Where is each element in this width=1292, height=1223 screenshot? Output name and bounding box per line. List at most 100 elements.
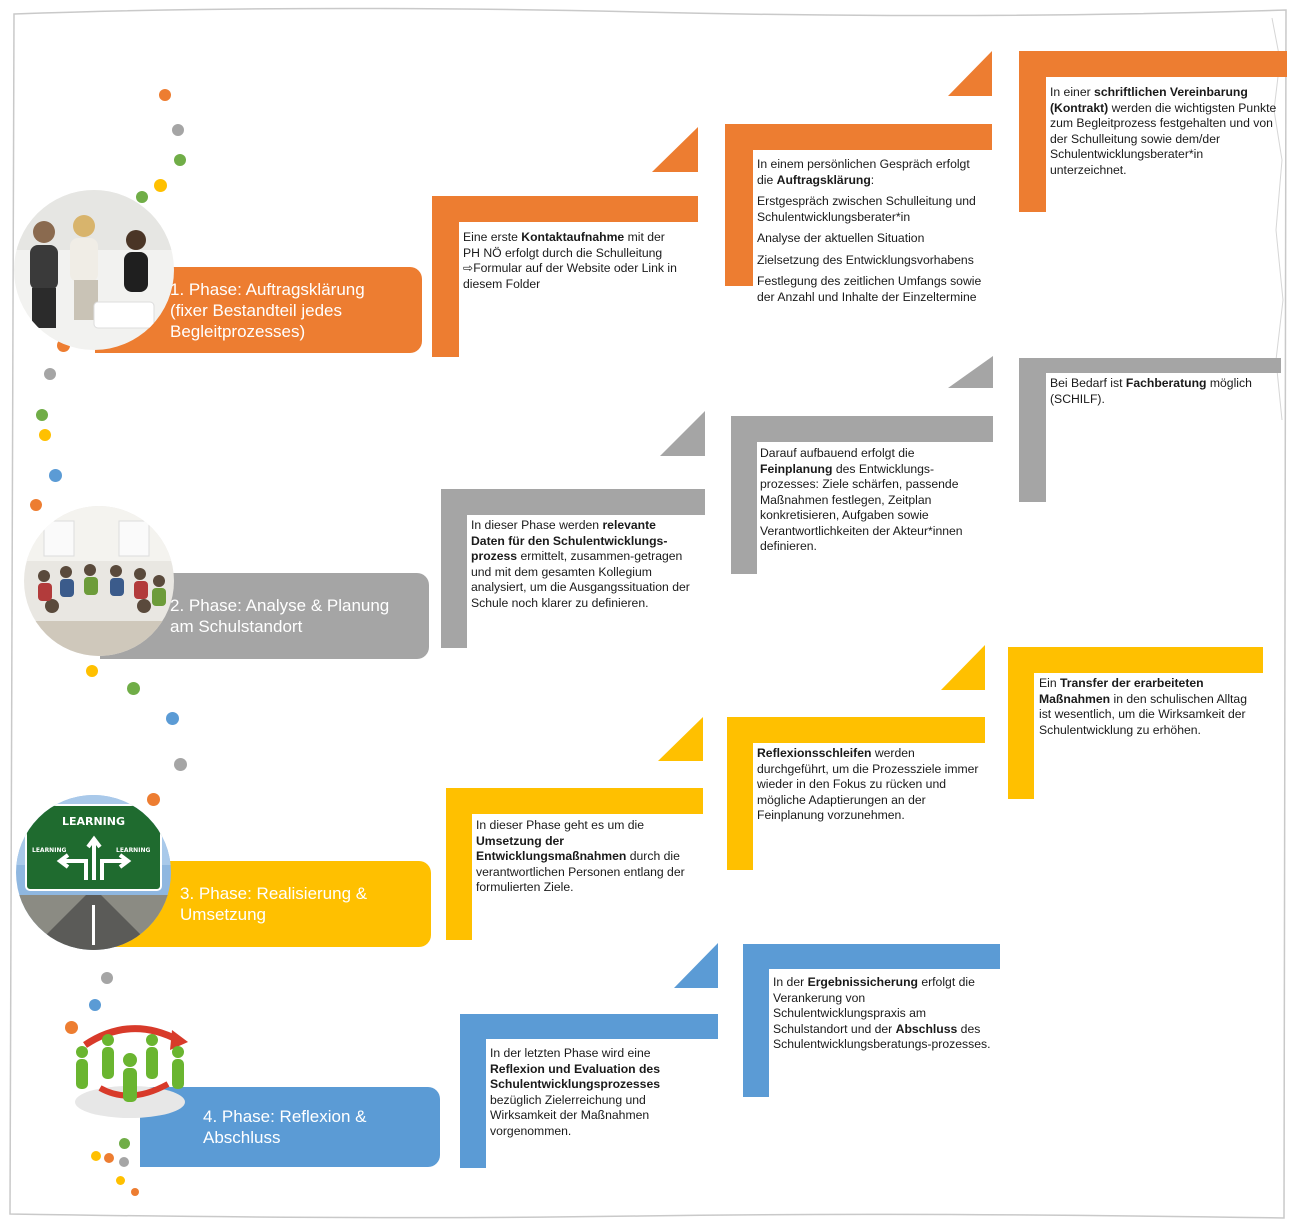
text-run: des Entwicklungs-prozesses: Ziele schärf… [760,461,963,554]
text-run: In dieser Phase geht es um die [476,818,645,832]
decorative-dot [86,665,98,677]
text-paragraph: In einer schriftlichen Vereinbarung (Kon… [1050,85,1278,178]
decorative-dot [48,468,62,482]
decorative-dot [30,499,42,511]
text-run: werden die wichtigsten Punkte zum Beglei… [1050,100,1277,177]
text-emphasis: Transfer der erarbeiteten Maßnahmen [1039,676,1204,706]
text-run: : [870,172,875,187]
text-paragraph: In der Ergebnissicherung erfolgt die Ver… [773,975,995,1053]
text-emphasis: Reflexionsschleifen [757,746,872,760]
decorative-dot [153,178,167,192]
text-paragraph: Ein Transfer der erarbeiteten Maßnahmen … [1039,676,1257,738]
text-run: ermittelt, zusammen-getragen und mit dem… [471,549,690,610]
phase-2-title: 2. Phase: Analyse & Planung am Schulstan… [170,596,390,636]
text-run: Zielsetzung des Entwicklungsvorhabens [757,252,974,267]
decorative-dot [165,711,179,725]
text-paragraph: In der letzten Phase wird eine Reflexion… [490,1046,702,1139]
text-paragraph: Erstgespräch zwischen Schulleitung und S… [757,194,987,225]
decorative-dot [91,1151,101,1161]
text-run: bezüglich Zielerreichung und Wirksamkeit… [490,1092,650,1138]
phase-4-text-1: In der letzten Phase wird eine Reflexion… [490,1046,702,1145]
phase-1-label: 1. Phase: Auftragsklärung (fixer Bestand… [95,267,422,353]
decorative-dot [131,1188,139,1196]
decorative-dot [119,1157,129,1167]
text-run: Ein [1039,676,1061,690]
text-paragraph: Reflexionsschleifen werden durchgeführt,… [757,746,982,824]
decorative-dot [174,154,186,166]
decorative-dot [101,972,113,984]
phase-4-title: 4. Phase: Reflexion & Abschluss [203,1107,367,1147]
phase-2-text-3: Bei Bedarf ist Fachberatung möglich (SCH… [1050,376,1282,413]
text-emphasis: schriftlichen Vereinbarung (Kontrakt) [1050,85,1248,115]
decorative-dot [136,191,148,203]
text-emphasis: Reflexion und Evaluation des Schulentwic… [490,1061,661,1092]
text-run: durch die verantwortlichen Personen entl… [476,849,685,894]
text-run: Darauf aufbauend erfolgt die [760,446,915,460]
decorative-dot [36,409,48,421]
phase-4-text-2: In der Ergebnissicherung erfolgt die Ver… [773,975,995,1059]
decorative-dot [146,792,160,806]
text-paragraph: Darauf aufbauend erfolgt die Feinplanung… [760,446,988,555]
text-paragraph: In dieser Phase werden relevante Daten f… [471,518,693,611]
sign-left-label: LEARNING [32,847,67,854]
phase-1-title: 1. Phase: Auftragsklärung (fixer Bestand… [170,279,365,341]
text-run: In dieser Phase werden [471,518,603,532]
text-run: Festlegung des zeitlichen Umfangs sowie … [757,274,982,304]
phase-1-text-1: Eine erste Kontaktaufnahme mit der PH NÖ… [463,230,683,298]
text-run: Erstgespräch zwischen Schulleitung und S… [757,194,976,224]
phase-3-title: 3. Phase: Realisierung & Umsetzung [180,884,368,924]
text-paragraph: Analyse der aktuellen Situation [757,231,987,247]
decorative-dot [115,1175,125,1185]
decorative-dot [64,1020,78,1034]
text-emphasis: Auftragsklärung [776,172,871,187]
text-run: Analyse der aktuellen Situation [757,231,925,245]
decorative-dot [173,757,187,771]
text-paragraph: In einem persönlichen Gespräch erfolgt d… [757,157,987,188]
decorative-dot [44,368,56,380]
text-run: möglich (SCHILF). [1050,376,1252,406]
text-run: In der [773,975,808,989]
decorative-dot [39,429,51,441]
phase-2-text-1: In dieser Phase werden relevante Daten f… [471,518,693,617]
text-paragraph: In dieser Phase geht es um die Umsetzung… [476,818,688,896]
decorative-dot [118,1137,130,1149]
text-paragraph: Festlegung des zeitlichen Umfangs sowie … [757,274,987,305]
learning-road-sign-icon: LEARNING LEARNING LEARNING [16,795,171,950]
text-run: In einem persönlichen Gespräch erfolgt d… [757,157,970,187]
text-run: Eine erste [463,230,522,244]
decorative-dot [159,89,171,101]
decorative-dot [104,1153,114,1163]
text-run: des Schulentwicklungsberatungs-prozesses… [773,1021,991,1052]
text-emphasis: Kontaktaufnahme [521,230,625,244]
phase-3-text-3: Ein Transfer der erarbeiteten Maßnahmen … [1039,676,1257,744]
decorative-dot [172,124,184,136]
phase-2-text-2: Darauf aufbauend erfolgt die Feinplanung… [760,446,988,561]
text-paragraph: Eine erste Kontaktaufnahme mit der PH NÖ… [463,230,683,292]
team-arrows-figure-icon [60,1010,200,1160]
decorative-dot [89,999,101,1011]
text-run: werden durchgeführt, um die Prozessziele… [757,746,979,822]
text-run: erfolgt die Verankerung von Schulentwick… [773,975,975,1036]
text-run: In der letzten Phase wird eine [490,1046,651,1060]
text-emphasis: Ergebnissicherung [807,975,918,989]
sign-right-label: LEARNING [116,847,151,854]
phase-1-text-2: In einem persönlichen Gespräch erfolgt d… [757,157,987,311]
text-run: mit der PH NÖ erfolgt durch die Schullei… [463,230,677,291]
sign-top-label: LEARNING [61,815,126,828]
text-emphasis: Abschluss [895,1021,958,1036]
phase-1-text-3: In einer schriftlichen Vereinbarung (Kon… [1050,85,1278,184]
group-circle-photo-icon [24,506,174,656]
text-run: In einer [1050,85,1095,99]
text-emphasis: Fachberatung [1125,376,1207,390]
phase-3-text-2: Reflexionsschleifen werden durchgeführt,… [757,746,982,830]
text-emphasis: Umsetzung der Entwicklungsmaßnahmen [476,833,627,864]
text-run: Bei Bedarf ist [1050,376,1126,390]
text-paragraph: Bei Bedarf ist Fachberatung möglich (SCH… [1050,376,1282,407]
text-emphasis: Feinplanung [760,461,833,476]
text-paragraph: Zielsetzung des Entwicklungsvorhabens [757,253,987,269]
phase-3-text-1: In dieser Phase geht es um die Umsetzung… [476,818,688,902]
phase-4-label: 4. Phase: Reflexion & Abschluss [140,1087,440,1167]
decorative-dot [126,681,140,695]
text-run: in den schulischen Alltag ist wesentlich… [1039,691,1247,737]
text-emphasis: relevante Daten für den Schulentwicklung… [471,518,668,563]
